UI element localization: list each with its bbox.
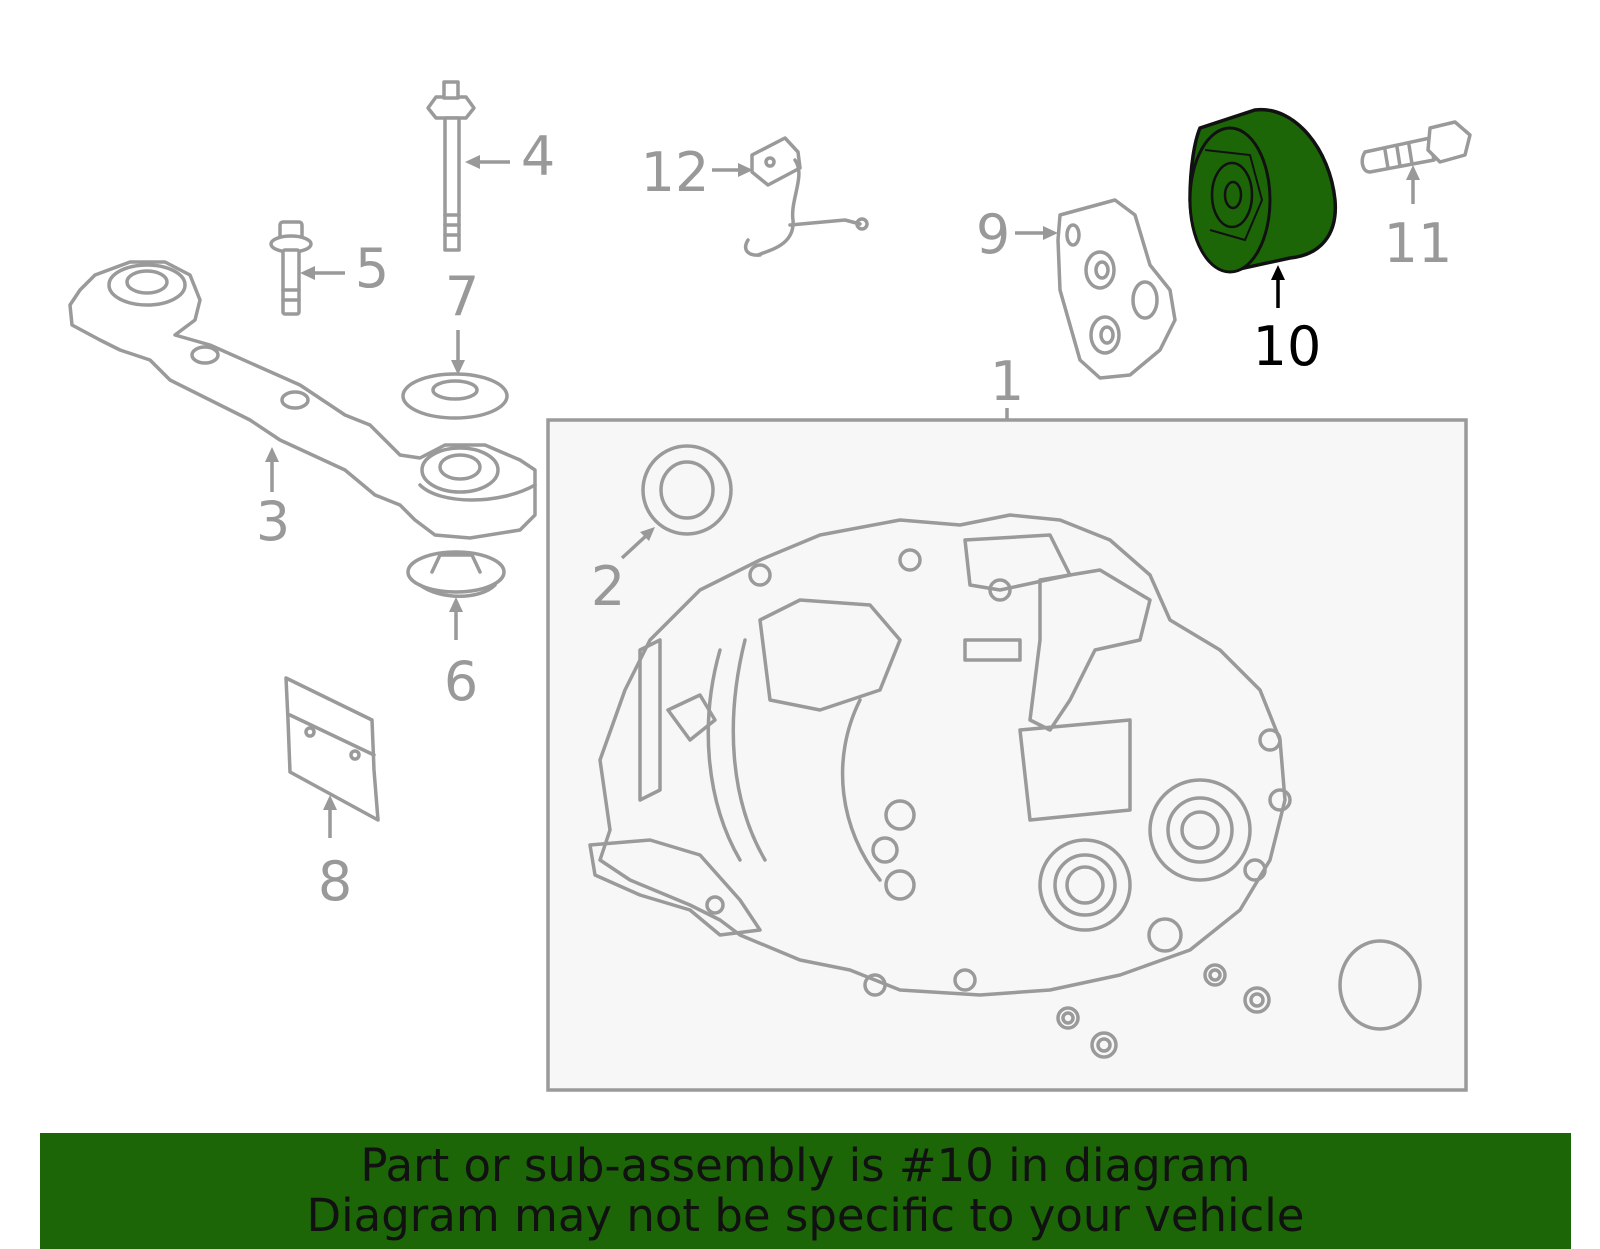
info-banner: Part or sub-assembly is #10 in diagram D… (40, 1133, 1571, 1249)
callout-7: 7 (445, 265, 479, 328)
part-10-mount-insulator[interactable] (1188, 107, 1338, 274)
part-7-upper-stopper[interactable] (401, 372, 509, 420)
callout-9: 9 (976, 203, 1010, 266)
banner-line-1: Part or sub-assembly is #10 in diagram (360, 1139, 1251, 1192)
callout-4: 4 (521, 125, 555, 188)
callout-6: 6 (444, 650, 478, 713)
callout-12: 12 (641, 141, 710, 204)
part-8-plate[interactable] (284, 676, 380, 822)
callout-10: 10 (1253, 315, 1322, 378)
part-2-oil-seal[interactable] (641, 444, 733, 536)
part-9-bracket[interactable] (1056, 198, 1177, 380)
part-1-transaxle-assembly[interactable] (546, 418, 1468, 1092)
part-12-sensor[interactable] (743, 136, 869, 257)
part-4-long-bolt[interactable] (426, 80, 476, 252)
banner-line-2: Diagram may not be specific to your vehi… (306, 1189, 1305, 1242)
callout-1: 1 (990, 350, 1024, 413)
part-6-lower-stopper[interactable] (406, 550, 506, 598)
callout-2: 2 (591, 555, 625, 618)
callout-5: 5 (355, 237, 389, 300)
part-3-mount-bracket[interactable] (68, 260, 537, 540)
callout-8: 8 (318, 850, 352, 913)
callout-11: 11 (1384, 212, 1453, 275)
part-11-bolt[interactable] (1360, 120, 1472, 174)
callout-3: 3 (256, 490, 290, 553)
part-5-short-bolt[interactable] (269, 220, 313, 316)
